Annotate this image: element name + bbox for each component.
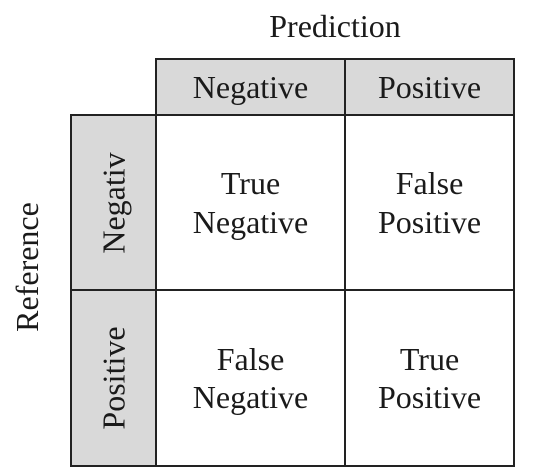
row-header-negative: Negativ: [70, 114, 157, 291]
cell-true-negative-line1: True: [220, 165, 281, 202]
cell-false-negative-line2: Negative: [192, 379, 309, 415]
cell-false-negative: False Negative: [155, 289, 346, 467]
cell-true-positive-line2: Positive: [377, 379, 482, 415]
reference-axis-title: Reference: [9, 202, 45, 332]
row-header-positive-label: Positive: [95, 326, 132, 430]
cell-false-positive-line2: Positive: [377, 203, 482, 240]
cell-true-positive-line1: True: [399, 340, 460, 377]
cell-false-negative-line1: False: [216, 340, 285, 377]
cell-true-negative-line2: Negative: [192, 203, 309, 240]
cell-true-positive: True Positive: [344, 289, 515, 467]
column-header-positive: Positive: [344, 58, 515, 116]
row-header-positive: Positive: [70, 289, 157, 467]
column-header-negative: Negative: [155, 58, 346, 116]
cell-true-negative: True Negative: [155, 114, 346, 291]
cell-false-positive-line1: False: [395, 165, 464, 202]
row-header-negative-label: Negativ: [95, 151, 132, 254]
prediction-axis-title: Prediction: [269, 8, 401, 44]
cell-false-positive: False Positive: [344, 114, 515, 291]
